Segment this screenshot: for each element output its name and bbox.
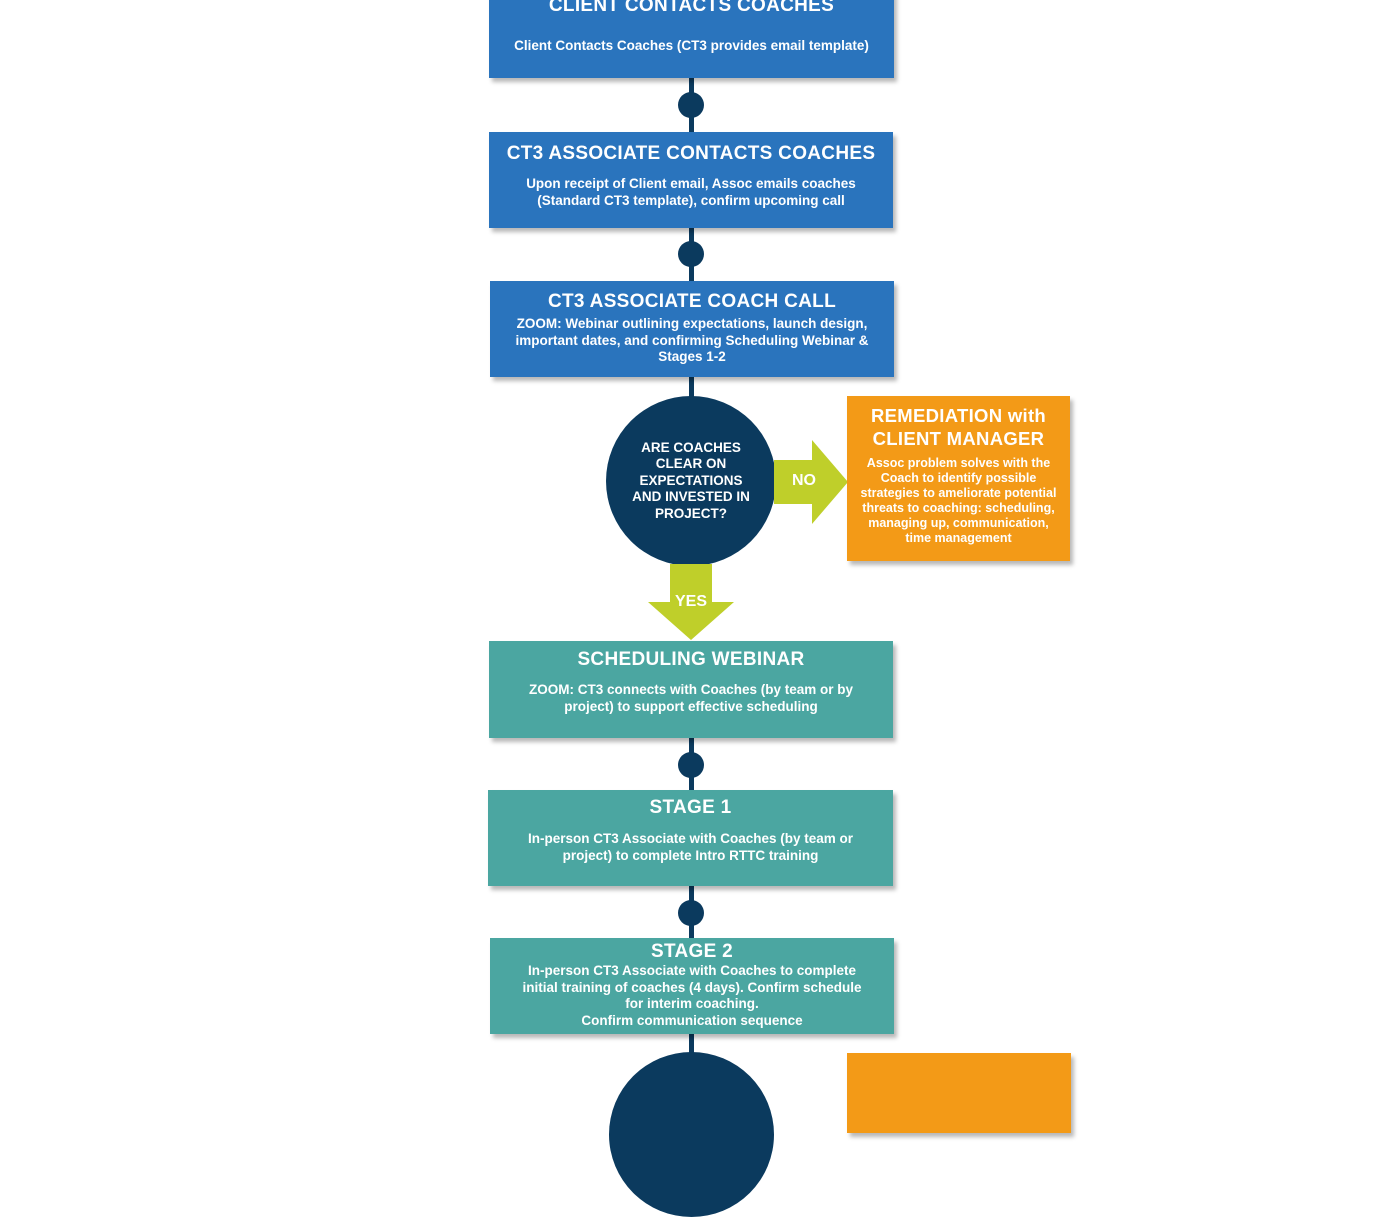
step-description: In-person CT3 Associate with Coaches to … bbox=[522, 963, 862, 1028]
step-title: SCHEDULING WEBINAR bbox=[577, 649, 805, 670]
step-title: STAGE 2 bbox=[651, 941, 733, 962]
step-description: Client Contacts Coaches (CT3 provides em… bbox=[514, 38, 869, 53]
step-associate-contacts-coaches: CT3 ASSOCIATE CONTACTS COACHES Upon rece… bbox=[489, 132, 893, 228]
connector-dot bbox=[678, 900, 704, 926]
step-description: ZOOM: CT3 connects with Coaches (by team… bbox=[528, 682, 854, 714]
no-arrow bbox=[774, 440, 848, 524]
yes-label: YES bbox=[674, 593, 707, 610]
connector-dot bbox=[678, 241, 704, 267]
step-stage-2: STAGE 2 In-person CT3 Associate with Coa… bbox=[490, 938, 894, 1034]
step-scheduling-webinar: SCHEDULING WEBINAR ZOOM: CT3 connects wi… bbox=[489, 641, 893, 738]
no-label: NO bbox=[792, 472, 816, 489]
step-title: CLIENT CONTACTS COACHES bbox=[548, 0, 835, 16]
remediation-description: Assoc problem solves with the Coach to i… bbox=[860, 456, 1057, 545]
yes-arrow bbox=[648, 564, 734, 640]
step-stage-1: STAGE 1 In-person CT3 Associate with Coa… bbox=[488, 790, 893, 886]
step-description: In-person CT3 Associate with Coaches (by… bbox=[527, 831, 854, 863]
next-remediation-box bbox=[847, 1053, 1071, 1133]
step-associate-coach-call: CT3 ASSOCIATE COACH CALL ZOOM: Webinar o… bbox=[490, 281, 894, 377]
remediation-box: REMEDIATION with CLIENT MANAGER Assoc pr… bbox=[847, 396, 1070, 561]
connector-line bbox=[689, 376, 694, 400]
connector-dot bbox=[678, 752, 704, 778]
step-description: Upon receipt of Client email, Assoc emai… bbox=[526, 176, 856, 208]
step-description: ZOOM: Webinar outlining expectations, la… bbox=[515, 316, 869, 364]
next-decision-circle bbox=[609, 1052, 774, 1217]
step-title: CT3 ASSOCIATE COACH CALL bbox=[548, 291, 836, 312]
step-title: STAGE 1 bbox=[649, 797, 732, 818]
step-title: CT3 ASSOCIATE CONTACTS COACHES bbox=[506, 143, 876, 164]
remediation-title: REMEDIATION with CLIENT MANAGER bbox=[870, 405, 1047, 449]
decision-question: ARE COACHES CLEAR ON EXPECTATIONS AND IN… bbox=[632, 439, 750, 521]
connector-line bbox=[689, 1032, 694, 1062]
decision-circle: ARE COACHES CLEAR ON EXPECTATIONS AND IN… bbox=[606, 396, 776, 566]
step-client-contacts-coaches: CLIENT CONTACTS COACHES Client Contacts … bbox=[489, 0, 894, 78]
connector-dot bbox=[678, 92, 704, 118]
